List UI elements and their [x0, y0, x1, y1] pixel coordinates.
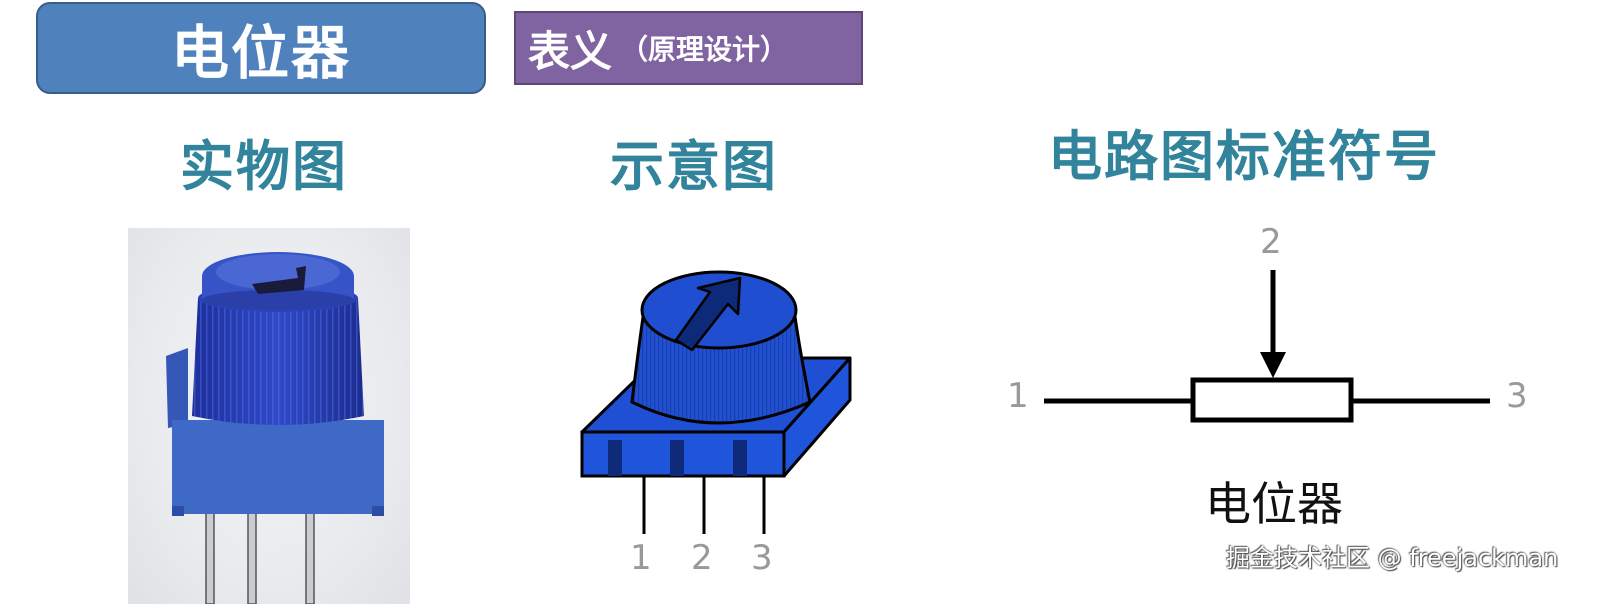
symbol-heading: 电路图标准符号 — [1048, 125, 1440, 188]
title-text: 电位器 — [170, 19, 351, 87]
subtitle-paren: （原理设计） — [620, 33, 789, 66]
title-banner: 电位器 — [36, 2, 486, 94]
potentiometer-photo — [128, 228, 410, 605]
potentiometer-symbol-icon — [1044, 270, 1490, 423]
symbol-pin-3: 3 — [1506, 376, 1528, 416]
subtitle-main: 表义 — [528, 26, 613, 76]
symbol-pin-1: 1 — [1007, 376, 1029, 416]
potentiometer-photo-icon — [166, 252, 384, 605]
photo-heading: 实物图 — [180, 135, 348, 198]
schematic-pin-1: 1 — [630, 538, 652, 578]
subtitle-banner: 表义 （原理设计） — [514, 11, 863, 85]
schematic-pin-3: 3 — [751, 538, 773, 578]
schematic-pin-2: 2 — [691, 538, 713, 578]
watermark: 掘金技术社区 @ freejackman — [1226, 544, 1559, 572]
potentiometer-schematic-icon — [580, 270, 852, 534]
symbol-caption: 电位器 — [1205, 477, 1343, 531]
symbol-pin-2: 2 — [1260, 222, 1282, 262]
schematic-heading: 示意图 — [610, 135, 778, 198]
